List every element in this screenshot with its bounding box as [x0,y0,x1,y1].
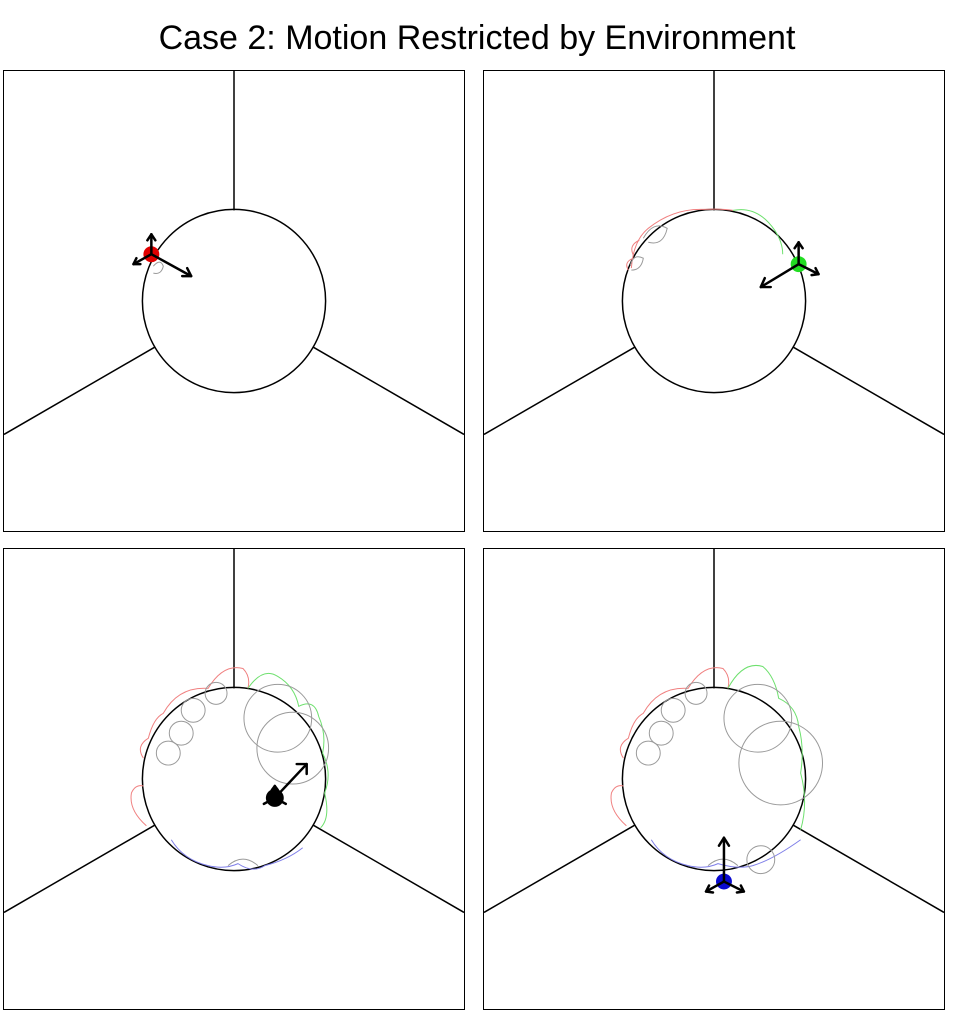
environment-diagram-3 [4,549,464,914]
agent-red [132,233,193,278]
wall-lower-right [312,824,464,914]
agent-blue [704,836,746,894]
wall-lower-right [312,346,464,436]
wall-lower-left [4,346,156,436]
panel-top-left [3,70,465,532]
trail-red-loops [626,239,640,271]
trail-blue [650,839,801,868]
trail-blue [170,839,304,870]
trail-gray [155,681,330,866]
trail-gray [152,261,164,274]
environment-diagram-4 [484,549,944,914]
environment-diagram-1 [4,71,464,436]
wall-lower-right [792,824,944,914]
central-circle [621,686,807,872]
agent-black [262,762,308,807]
panel-bottom-right [483,548,945,1010]
panel-top-right [483,70,945,532]
environment-diagram-2 [484,71,944,436]
central-circle [141,208,327,394]
agent-green [759,241,820,289]
trail-red [630,208,734,269]
wall-lower-left [4,824,156,914]
trail-red [130,667,250,827]
wall-lower-left [484,346,636,436]
trail-green [727,665,806,830]
trail-green [732,209,784,255]
central-circle [141,686,327,872]
wall-lower-left [484,824,636,914]
trail-red [610,667,730,827]
wall-lower-right [792,346,944,436]
figure-title: Case 2: Motion Restricted by Environment [158,19,796,57]
trail-gray [629,225,668,271]
trail-green [247,672,329,829]
panel-bottom-left [3,548,465,1010]
